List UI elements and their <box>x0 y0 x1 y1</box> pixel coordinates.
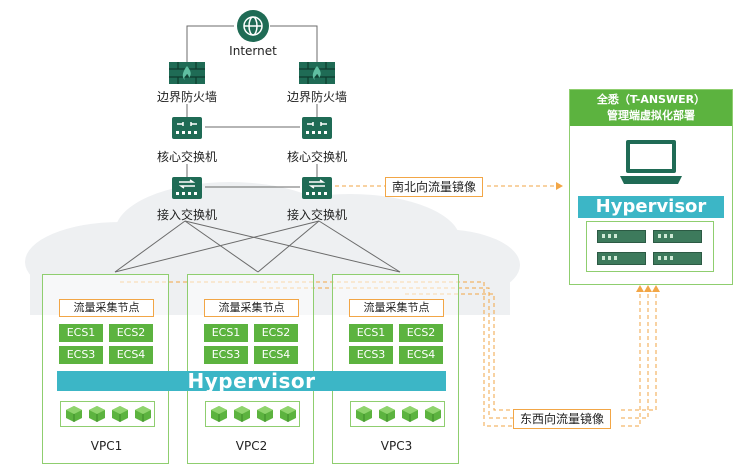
ecs-instance: ECS1 <box>204 324 248 342</box>
hypervisor-band: Hypervisor <box>57 371 446 391</box>
management-title: 全悉（T-ANSWER） <box>596 93 706 106</box>
ecs-instance: ECS2 <box>109 324 153 342</box>
ecs-instance: ECS4 <box>399 346 443 364</box>
vpc-label: VPC3 <box>380 439 413 453</box>
access-switch-label-1: 接入交换机 <box>156 208 218 222</box>
ecs-instance: ECS2 <box>399 324 443 342</box>
cube-icon <box>211 406 227 422</box>
cube-icon <box>89 406 105 422</box>
firewall-icon <box>169 62 205 84</box>
firewall-label-2: 边界防火墙 <box>286 90 348 104</box>
network-links <box>114 25 401 273</box>
access-switch-icon <box>172 177 202 199</box>
cube-icon <box>257 406 273 422</box>
cube-icon <box>379 406 395 422</box>
ecs-instance: ECS3 <box>204 346 248 364</box>
server-rack <box>586 221 714 272</box>
vpc-label: VPC2 <box>235 439 268 453</box>
cube-icon <box>356 406 372 422</box>
cube-icon <box>112 406 128 422</box>
collector-node: 流量采集节点 <box>204 299 299 317</box>
firewall-icon <box>299 62 335 84</box>
core-switch-icon <box>172 117 202 139</box>
vm-cubes <box>60 401 155 427</box>
cube-icon <box>66 406 82 422</box>
management-hypervisor: Hypervisor <box>578 196 724 218</box>
access-switch-icon <box>302 177 332 199</box>
cube-icon <box>425 406 441 422</box>
cube-icon <box>402 406 418 422</box>
cube-icon <box>234 406 250 422</box>
management-box: 全悉（T-ANSWER） 管理端虚拟化部署 Hypervisor <box>569 89 733 285</box>
management-header: 全悉（T-ANSWER） 管理端虚拟化部署 <box>570 90 732 126</box>
server-icon <box>653 252 702 265</box>
collector-node: 流量采集节点 <box>59 299 154 317</box>
ecs-instance: ECS2 <box>254 324 298 342</box>
east-west-mirror-label: 东西向流量镜像 <box>513 409 612 429</box>
core-switch-icon <box>302 117 332 139</box>
ecs-instance: ECS4 <box>254 346 298 364</box>
globe-icon <box>237 10 269 42</box>
cube-icon <box>280 406 296 422</box>
core-switch-label-1: 核心交换机 <box>156 150 218 164</box>
ecs-instance: ECS3 <box>349 346 393 364</box>
ecs-instance: ECS1 <box>349 324 393 342</box>
laptop-icon <box>620 140 682 184</box>
access-switch-label-2: 接入交换机 <box>286 208 348 222</box>
server-icon <box>653 230 702 243</box>
cube-icon <box>135 406 151 422</box>
vpc-label: VPC1 <box>90 439 123 453</box>
server-icon <box>597 230 646 243</box>
core-switch-label-2: 核心交换机 <box>286 150 348 164</box>
ecs-instance: ECS4 <box>109 346 153 364</box>
management-subtitle: 管理端虚拟化部署 <box>607 109 695 122</box>
firewall-label-1: 边界防火墙 <box>156 90 218 104</box>
internet-label: Internet <box>229 44 277 58</box>
vm-cubes <box>350 401 445 427</box>
vm-cubes <box>205 401 300 427</box>
collector-node: 流量采集节点 <box>349 299 444 317</box>
vpc-box-1: 流量采集节点 ECS1 ECS2 ECS3 ECS4 VPC1 <box>42 274 169 464</box>
north-south-mirror-label: 南北向流量镜像 <box>385 177 484 197</box>
ecs-instance: ECS3 <box>59 346 103 364</box>
ecs-instance: ECS1 <box>59 324 103 342</box>
server-icon <box>597 252 646 265</box>
vpc-box-3: 流量采集节点 ECS1 ECS2 ECS3 ECS4 VPC3 <box>332 274 459 464</box>
vpc-box-2: 流量采集节点 ECS1 ECS2 ECS3 ECS4 VPC2 <box>187 274 314 464</box>
